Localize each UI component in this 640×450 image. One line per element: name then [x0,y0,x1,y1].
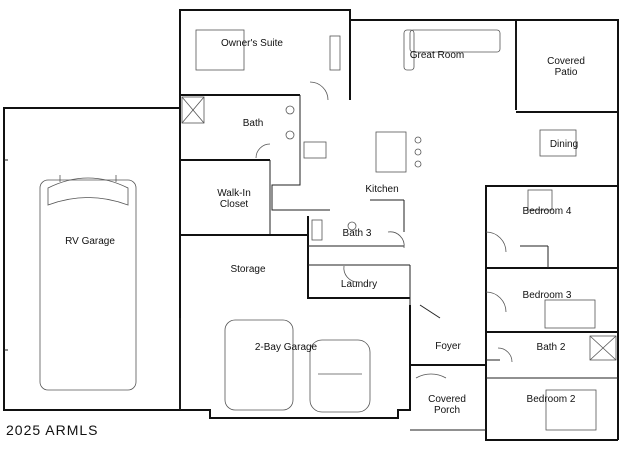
bath-3-label: Bath 3 [342,228,372,239]
owners-suite-label: Owner's Suite [221,38,283,49]
bedroom-wing [485,189,617,431]
kitchen-label: Kitchen [365,184,399,195]
two-bay-garage [179,305,411,419]
bedroom-3-label: Bedroom 3 [522,290,572,301]
rv-garage-label: RV Garage [65,236,115,247]
copyright-text: 2025 ARMLS [6,422,99,438]
rv-garage-walls [3,107,181,411]
two-bay-garage-label: 2-Bay Garage [254,342,318,353]
dining-label: Dining [549,139,579,150]
walk-in-closet-label: Walk-In Closet [217,188,251,210]
bath3-laundry [179,216,411,410]
great-room-label: Great Room [409,50,465,61]
bedroom-2-label: Bedroom 2 [526,394,576,405]
foyer-label: Foyer [435,341,461,352]
bath-label: Bath [242,118,264,129]
foyer-porch [410,304,486,431]
bedroom-4-label: Bedroom 4 [522,206,572,217]
storage-label: Storage [230,264,266,275]
covered-porch-label: Covered Porch [428,394,466,416]
rv-vehicle-outline [39,175,137,391]
laundry-label: Laundry [340,279,378,290]
dining-patio [515,30,619,180]
great-room-kitchen [271,29,501,232]
bath-2-label: Bath 2 [536,342,566,353]
covered-patio-label: Covered Patio [547,56,585,78]
